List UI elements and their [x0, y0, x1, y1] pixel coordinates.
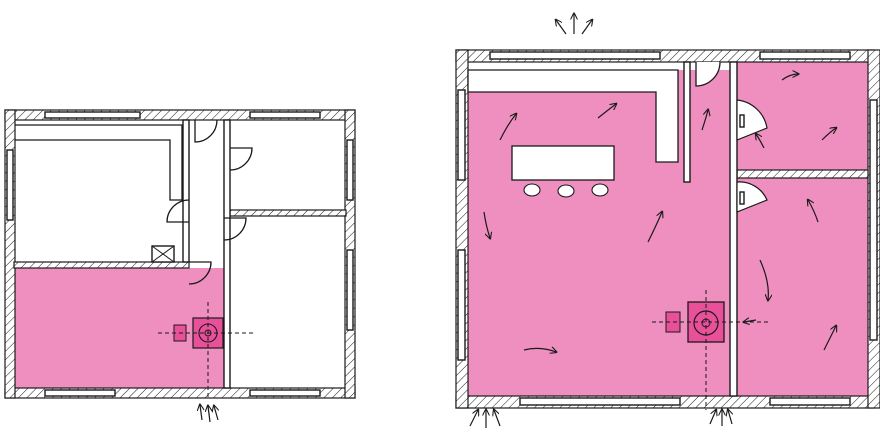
right-door-handle-1: [739, 114, 745, 128]
left-door-top: [194, 119, 218, 143]
right-stool-1: [523, 183, 541, 197]
left-airflow-arrows: [200, 405, 218, 423]
right-window-top-1: [489, 51, 661, 60]
left-window-right: [346, 139, 354, 201]
right-window-right: [869, 99, 878, 341]
right-airflow-out-top: [556, 14, 592, 35]
left-interior-wall-vertical: [223, 119, 231, 389]
left-window-left: [6, 149, 14, 221]
right-interior-wall-mid: [736, 169, 869, 179]
right-window-bottom-1: [519, 397, 681, 406]
left-floor-plan: [4, 109, 356, 423]
left-window-right-2: [346, 249, 354, 331]
left-wall-left: [4, 109, 16, 399]
right-heated-main: [466, 70, 731, 396]
left-door-middle-1: [166, 199, 190, 223]
right-stool-2: [557, 184, 575, 198]
left-counter: [15, 124, 183, 201]
right-airflow-in-bottom: [469, 410, 732, 428]
right-stool-3: [591, 183, 609, 197]
left-heated-room: [14, 268, 224, 388]
right-door-top: [695, 61, 721, 87]
right-window-top-2: [759, 51, 851, 60]
left-window-top-1: [44, 111, 141, 119]
left-door-lower: [188, 261, 212, 285]
left-door-right: [229, 147, 253, 171]
right-corridor-wall: [683, 61, 691, 183]
right-counter: [467, 69, 679, 163]
right-window-bottom-2: [769, 397, 851, 406]
right-window-left-2: [457, 249, 466, 361]
right-floor-plan: [455, 14, 880, 428]
right-window-left-1: [457, 89, 466, 181]
left-window-bottom: [44, 389, 116, 397]
right-airflow-arrows-inside: [483, 74, 836, 352]
right-interior-wall-vertical: [729, 61, 738, 397]
left-window-bottom-2: [249, 389, 321, 397]
right-door-handle-2: [739, 191, 745, 205]
left-interior-wall-horizontal: [13, 261, 190, 269]
left-interior-wall-right-horizontal: [229, 209, 347, 217]
left-door-middle-2: [223, 217, 247, 241]
left-window-top-2: [249, 111, 321, 119]
left-corridor-wall: [182, 119, 190, 263]
right-door-room-top: [736, 99, 768, 141]
right-island-table: [511, 145, 615, 181]
right-heated-room-bottom: [737, 178, 869, 396]
